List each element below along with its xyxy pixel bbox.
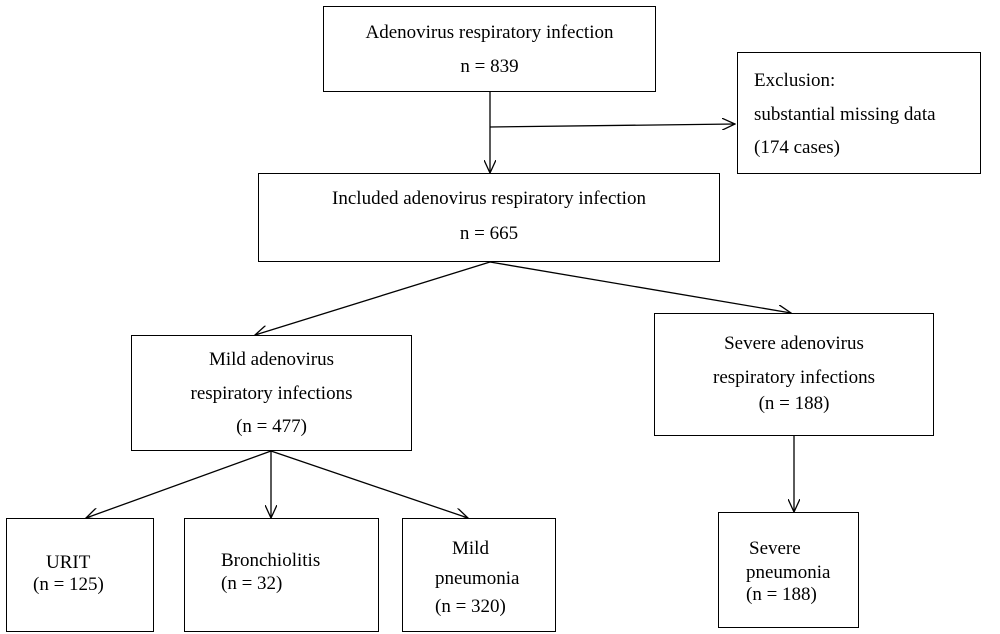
mild-line1: Mild adenovirus [208, 349, 335, 370]
total-count: n = 839 [460, 56, 519, 77]
arrow-to-exclusion [489, 124, 735, 127]
mild-pneumonia-line1: Mild [452, 538, 489, 559]
included-title: Included adenovirus respiratory infectio… [332, 188, 646, 209]
arrow-mild-to-urit [86, 450, 272, 518]
severe-pneumonia-box [718, 512, 859, 628]
mild-pneumonia-line2: pneumonia [435, 568, 520, 589]
mild-box [131, 335, 412, 451]
exclusion-reason: substantial missing data [754, 104, 936, 125]
mild-count: (n = 477) [236, 416, 307, 437]
severe-box [654, 313, 934, 436]
bronchiolitis-count: (n = 32) [221, 573, 283, 594]
urit-label: URIT [46, 552, 91, 573]
mild-pneumonia-count: (n = 320) [435, 596, 506, 617]
bronchiolitis-box [184, 518, 379, 632]
urit-count: (n = 125) [33, 574, 104, 595]
urit-box [6, 518, 154, 632]
arrow-mild-to-mild-pneumonia [270, 450, 468, 518]
included-box [258, 173, 720, 262]
severe-pneumonia-line2: pneumonia [746, 562, 831, 583]
exclusion-box [737, 52, 981, 174]
mild-line2: respiratory infections [190, 383, 353, 404]
severe-pneumonia-count: (n = 188) [746, 584, 817, 605]
mild-pneumonia-box [402, 518, 556, 632]
severe-pneumonia-line1: Severe [749, 538, 801, 559]
exclusion-count: (174 cases) [754, 137, 840, 158]
total-box [323, 6, 656, 92]
severe-count: (n = 188) [758, 393, 830, 414]
total-title: Adenovirus respiratory infection [365, 22, 614, 43]
included-count: n = 665 [459, 223, 519, 244]
bronchiolitis-label: Bronchiolitis [221, 550, 321, 571]
exclusion-heading: Exclusion: [754, 70, 836, 91]
severe-line1: Severe adenovirus [724, 333, 864, 354]
arrow-included-to-severe [489, 261, 791, 313]
arrow-included-to-mild [255, 261, 491, 335]
severe-line2: respiratory infections [713, 367, 875, 388]
